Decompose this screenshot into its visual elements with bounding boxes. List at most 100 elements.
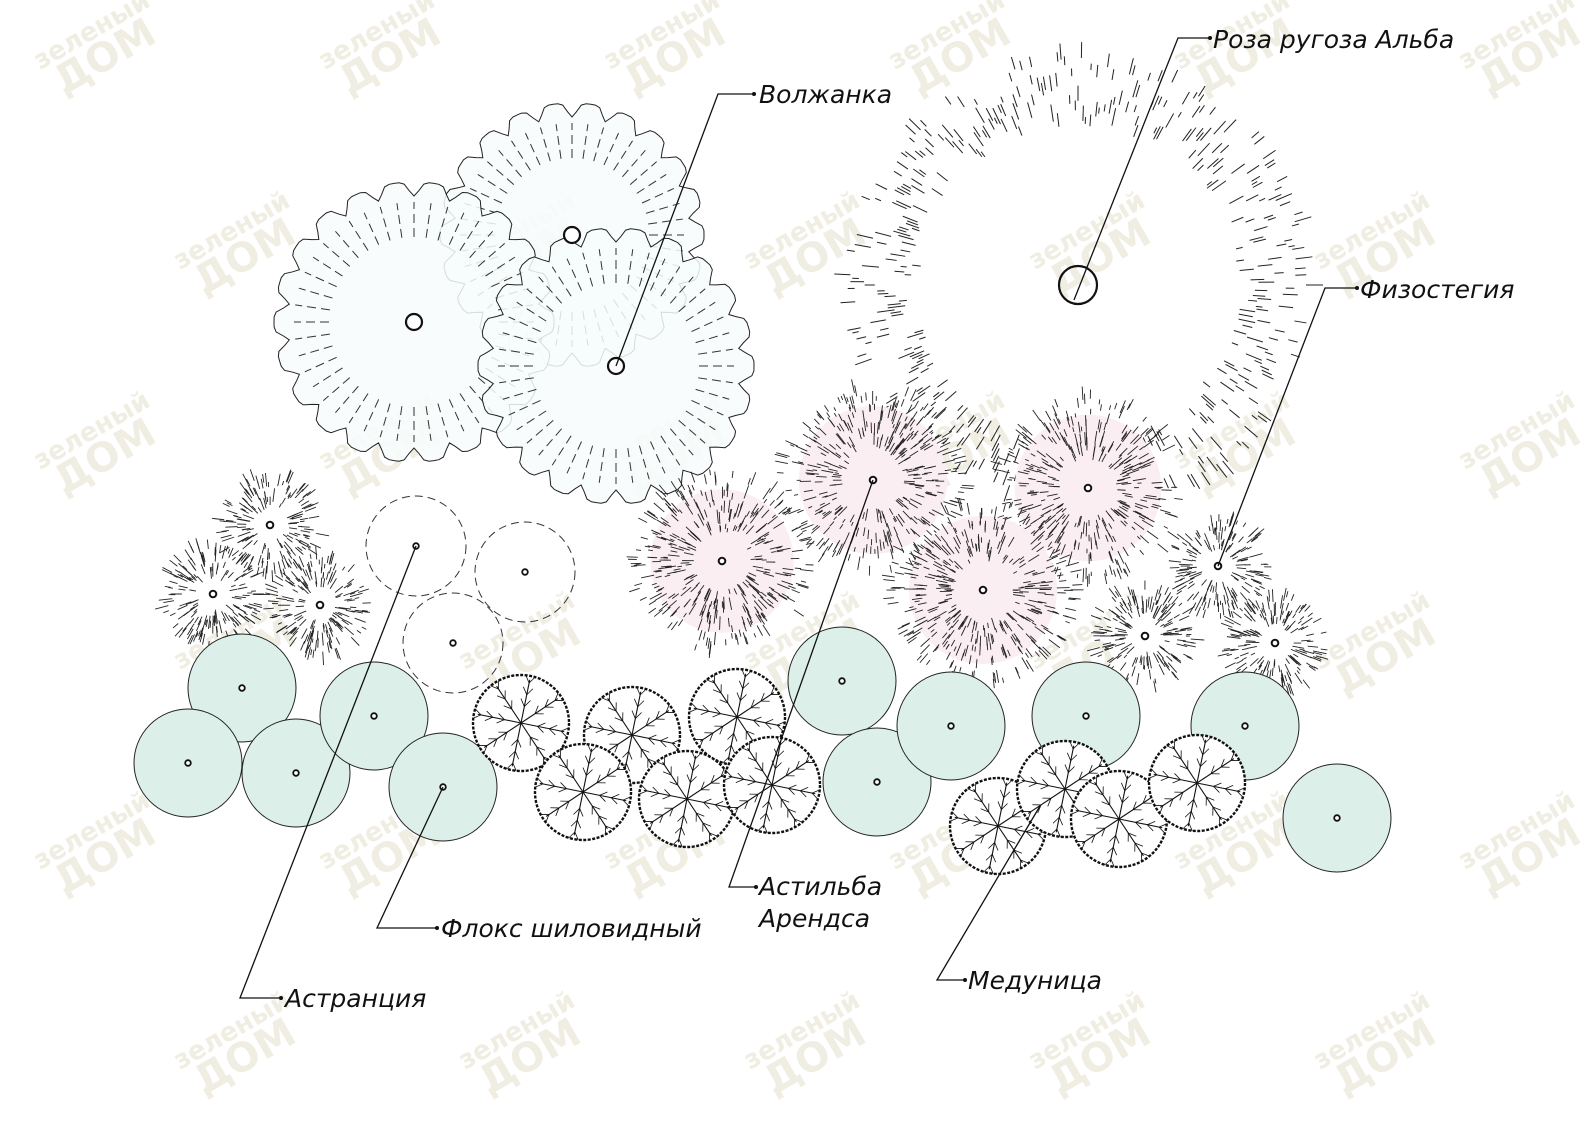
fizostegia-stroke <box>186 577 191 581</box>
astilba-stroke <box>953 455 966 460</box>
astilba-stroke <box>836 543 843 556</box>
rosa-stroke <box>1257 297 1272 300</box>
fizostegia-stroke <box>1108 588 1117 599</box>
astilba-stroke <box>1021 657 1029 670</box>
medunica-branch <box>975 816 982 823</box>
astilba-stroke <box>876 508 879 523</box>
fizostegia-stroke <box>155 605 169 610</box>
astilba-stroke <box>816 475 827 478</box>
astilba-stroke <box>782 507 793 515</box>
astilba-stroke <box>1034 607 1041 611</box>
rosa-stroke <box>1150 425 1160 442</box>
astilba-stroke <box>690 471 696 483</box>
fizostegia-stroke <box>244 604 257 610</box>
rosa-stroke <box>1239 308 1256 313</box>
fizostegia-stroke <box>1090 650 1104 657</box>
fizostegia-stroke <box>284 579 294 586</box>
astilba-stroke <box>1108 405 1112 411</box>
astilba-stroke <box>892 424 895 429</box>
fizostegia-stroke <box>1164 592 1172 603</box>
astilba-stroke <box>668 593 676 599</box>
medunica-branch <box>775 762 782 769</box>
fizostegia-stroke <box>1153 607 1160 620</box>
medunica-branch <box>669 781 678 786</box>
leader-astrancia <box>239 545 417 999</box>
astilba-stroke <box>1047 609 1060 615</box>
astilba-stroke <box>827 542 834 551</box>
fizostegia-stroke <box>1109 654 1120 664</box>
medunica-branch <box>787 808 797 813</box>
rosa-stroke <box>1134 115 1139 126</box>
medunica-branch <box>741 668 746 678</box>
astilba-stroke <box>773 521 785 529</box>
astilba-stroke <box>769 545 783 550</box>
medunica-branch <box>622 751 629 758</box>
astilba-stroke <box>706 589 712 601</box>
astilba-group <box>626 379 1183 692</box>
astilba-stroke <box>1027 608 1039 615</box>
astilba-stroke <box>1027 492 1037 495</box>
fizostegia-stroke <box>1290 627 1299 634</box>
medunica-spoke <box>973 788 999 827</box>
astilba-stroke <box>714 471 717 486</box>
astilba-stroke <box>934 434 940 439</box>
fizostegia-stroke <box>273 562 276 574</box>
medunica-branch <box>702 704 710 712</box>
astilba-stroke <box>1111 457 1123 467</box>
fizostegia-stroke <box>1312 650 1327 655</box>
astilba-stroke <box>894 403 897 408</box>
astilba-stroke <box>861 427 865 437</box>
medunica-spoke <box>736 692 775 718</box>
fizostegia-stroke <box>285 469 292 483</box>
leader-dot-roza <box>1208 36 1212 40</box>
astilba-stroke <box>920 544 932 553</box>
astilba-stroke <box>995 531 998 537</box>
rosa-stroke <box>1239 268 1254 271</box>
rosa-stroke <box>1236 259 1245 262</box>
medunica-branch <box>484 716 493 722</box>
astilba-stroke <box>926 616 937 623</box>
astilba-stroke <box>1056 536 1061 544</box>
fizostegia-stroke <box>1219 519 1222 532</box>
rosa-stroke <box>916 359 924 364</box>
fizostegia-stroke <box>234 578 239 582</box>
fizostegia-stroke <box>304 646 309 658</box>
astilba-stroke <box>893 517 896 523</box>
astilba-stroke <box>786 507 791 511</box>
astilba-stroke <box>1134 510 1142 515</box>
astilba-stroke <box>1070 446 1077 459</box>
astilba-stroke <box>818 491 828 495</box>
astilba-stroke <box>1030 463 1041 469</box>
fizostegia-stroke <box>1263 660 1269 672</box>
medunica-spoke <box>1021 779 1066 790</box>
astilba-stroke <box>1052 549 1061 554</box>
astilba-stroke <box>929 606 939 611</box>
fizostegia-stroke <box>1278 665 1281 673</box>
astilba-stroke <box>1110 546 1114 551</box>
astilba-stroke <box>849 514 855 523</box>
astilba-stroke <box>1143 496 1153 500</box>
fizostegia-stroke <box>1090 615 1102 620</box>
astilba-stroke <box>945 594 953 596</box>
astilba-stroke <box>752 565 764 569</box>
fizostegia-stroke <box>1167 662 1178 673</box>
fizostegia-stroke <box>1158 594 1162 599</box>
astilba-stroke <box>1043 422 1051 432</box>
medunica-branch <box>579 808 584 817</box>
astilba-stroke <box>1097 419 1101 430</box>
astilba-stroke <box>1121 482 1132 485</box>
rosa-stroke <box>912 264 921 267</box>
astilba-stroke <box>1127 468 1133 472</box>
astilba-stroke <box>800 569 814 572</box>
medunica-branch <box>1096 809 1103 816</box>
rosa-stroke <box>1202 393 1216 406</box>
volzhanka-dash <box>425 406 432 441</box>
astilba-stroke <box>763 540 769 544</box>
rosa-stroke <box>956 423 965 433</box>
fizostegia-stroke <box>1228 608 1231 618</box>
fizostegia-stroke <box>1253 589 1263 597</box>
fizostegia-stroke <box>1114 638 1124 641</box>
fizostegia-stroke <box>345 620 353 625</box>
astilba-stroke <box>1045 565 1054 569</box>
